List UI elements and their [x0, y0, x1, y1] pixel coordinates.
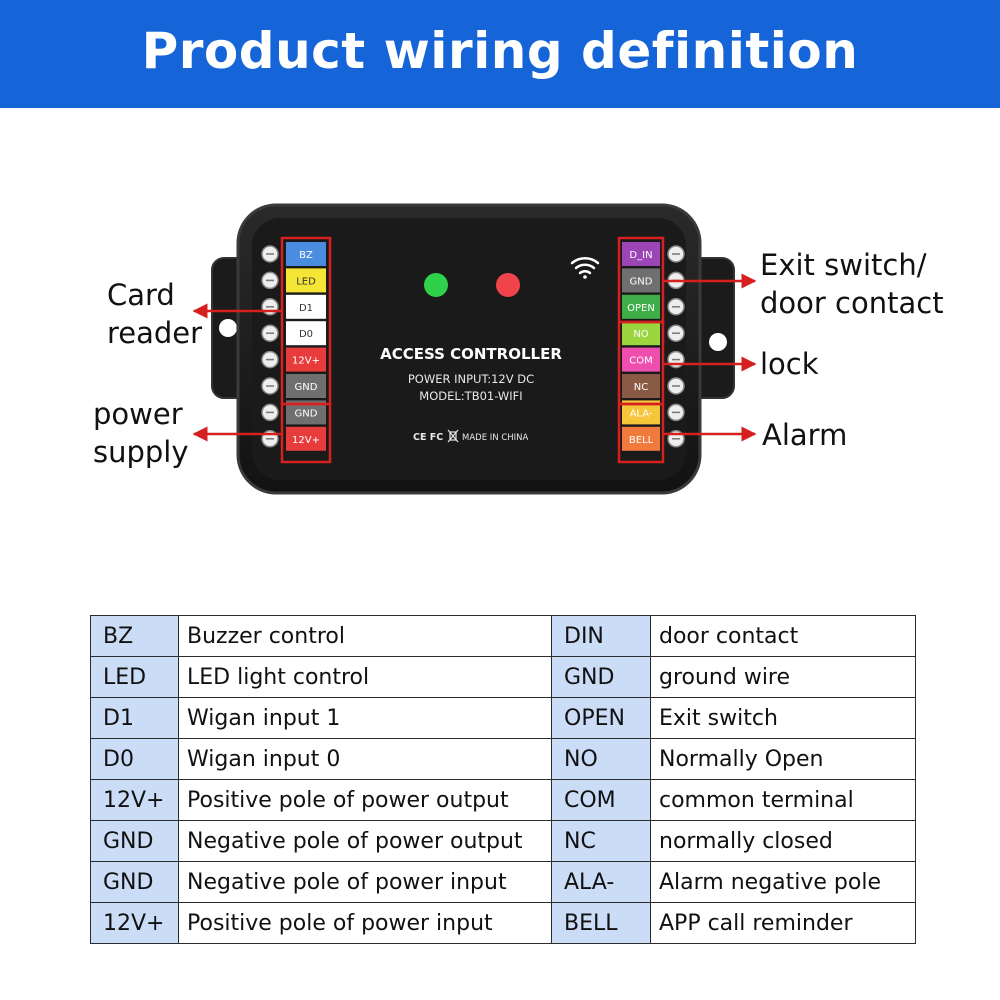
terminal-left-3 — [286, 321, 326, 346]
terminal-description: LED light control — [178, 656, 552, 698]
terminal-description: door contact — [650, 615, 916, 657]
terminal-right-4 — [622, 347, 660, 372]
terminal-code: GND — [90, 820, 179, 862]
terminal-code: 12V+ — [90, 779, 179, 821]
terminal-description: Wigan input 1 — [178, 697, 552, 739]
terminal-description: Exit switch — [650, 697, 916, 739]
terminal-label: D0 — [299, 329, 313, 340]
callout-power-supply-line2: supply — [93, 435, 189, 469]
terminal-code: BZ — [90, 615, 179, 657]
terminal-label: OPEN — [627, 303, 655, 314]
terminal-left-5 — [286, 374, 326, 398]
terminal-description: ground wire — [650, 656, 916, 698]
terminal-description: Buzzer control — [178, 615, 552, 657]
access-controller-device: ACCESS CONTROLLER POWER INPUT:12V DC MOD… — [192, 203, 757, 495]
mount-hole-left — [219, 319, 237, 337]
callout-exit-switch-line2: door contact — [760, 286, 944, 320]
terminal-description: APP call reminder — [650, 902, 916, 944]
terminal-label: GND — [630, 276, 653, 287]
terminal-left-7 — [286, 426, 326, 451]
terminal-right-2 — [622, 294, 660, 319]
terminal-description: Negative pole of power output — [178, 820, 552, 862]
callout-exit-switch: Exit switch/ door contact — [760, 246, 944, 322]
terminal-label: 12V+ — [292, 356, 320, 367]
device-face — [252, 218, 686, 480]
callout-power-supply-line1: power — [93, 397, 183, 431]
model-text: MODEL:TB01-WIFI — [419, 389, 522, 403]
callout-power-supply: power supply — [93, 395, 189, 471]
terminal-description: common terminal — [650, 779, 916, 821]
terminal-label: ALA- — [630, 408, 653, 419]
certification-marks: CE FC — [413, 432, 443, 443]
terminal-code: OPEN — [551, 697, 651, 739]
terminal-code: GND — [90, 861, 179, 903]
callout-alarm: Alarm — [762, 418, 848, 452]
power-input-text: POWER INPUT:12V DC — [408, 372, 534, 386]
terminal-description: Positive pole of power output — [178, 779, 552, 821]
terminal-description: normally closed — [650, 820, 916, 862]
wifi-icon — [570, 256, 600, 279]
callout-card-reader-line1: Card — [107, 278, 175, 312]
callout-exit-switch-line1: Exit switch/ — [760, 248, 927, 282]
mount-hole-right — [709, 333, 727, 351]
terminal-label: 12V+ — [292, 435, 320, 446]
terminal-left-4 — [286, 347, 326, 372]
terminal-code: ALA- — [551, 861, 651, 903]
terminal-label: LED — [296, 276, 316, 287]
terminal-description: Wigan input 0 — [178, 738, 552, 780]
terminal-description: Negative pole of power input — [178, 861, 552, 903]
terminal-label: D1 — [299, 303, 313, 314]
terminal-code: DIN — [551, 615, 651, 657]
red-led — [496, 273, 520, 297]
device-name: ACCESS CONTROLLER — [380, 345, 562, 363]
terminal-label: BZ — [299, 250, 313, 261]
terminal-label: GND — [295, 382, 318, 393]
terminal-code: BELL — [551, 902, 651, 944]
header-banner: Product wiring definition — [0, 0, 1000, 108]
terminal-label: COM — [629, 356, 652, 367]
page-title: Product wiring definition — [141, 22, 859, 80]
terminal-left-1 — [286, 268, 326, 293]
terminal-label: BELL — [629, 435, 654, 446]
weee-bin-icon — [447, 429, 459, 443]
terminal-left-2 — [286, 294, 326, 319]
terminal-code: LED — [90, 656, 179, 698]
made-in-text: MADE IN CHINA — [462, 433, 529, 443]
terminal-right-7 — [622, 426, 660, 451]
terminal-label: NC — [634, 382, 648, 393]
terminal-code: COM — [551, 779, 651, 821]
terminal-description: Positive pole of power input — [178, 902, 552, 944]
terminal-label: D_IN — [629, 250, 652, 261]
terminal-right-1 — [622, 268, 660, 293]
terminal-description: Alarm negative pole — [650, 861, 916, 903]
terminal-code: D1 — [90, 697, 179, 739]
green-led — [424, 273, 448, 297]
terminal-label: GND — [295, 408, 318, 419]
terminal-code: NC — [551, 820, 651, 862]
callout-card-reader-line2: reader — [107, 316, 203, 350]
callout-lock: lock — [760, 347, 819, 381]
terminal-code: NO — [551, 738, 651, 780]
terminal-right-5 — [622, 374, 660, 398]
terminal-description: Normally Open — [650, 738, 916, 780]
terminal-left-0 — [286, 242, 326, 266]
terminal-code: GND — [551, 656, 651, 698]
terminal-right-3 — [622, 321, 660, 346]
terminal-label: NO — [633, 329, 648, 340]
terminal-code: D0 — [90, 738, 179, 780]
terminal-right-0 — [622, 242, 660, 266]
terminal-code: 12V+ — [90, 902, 179, 944]
callout-card-reader: Card reader — [107, 276, 202, 352]
